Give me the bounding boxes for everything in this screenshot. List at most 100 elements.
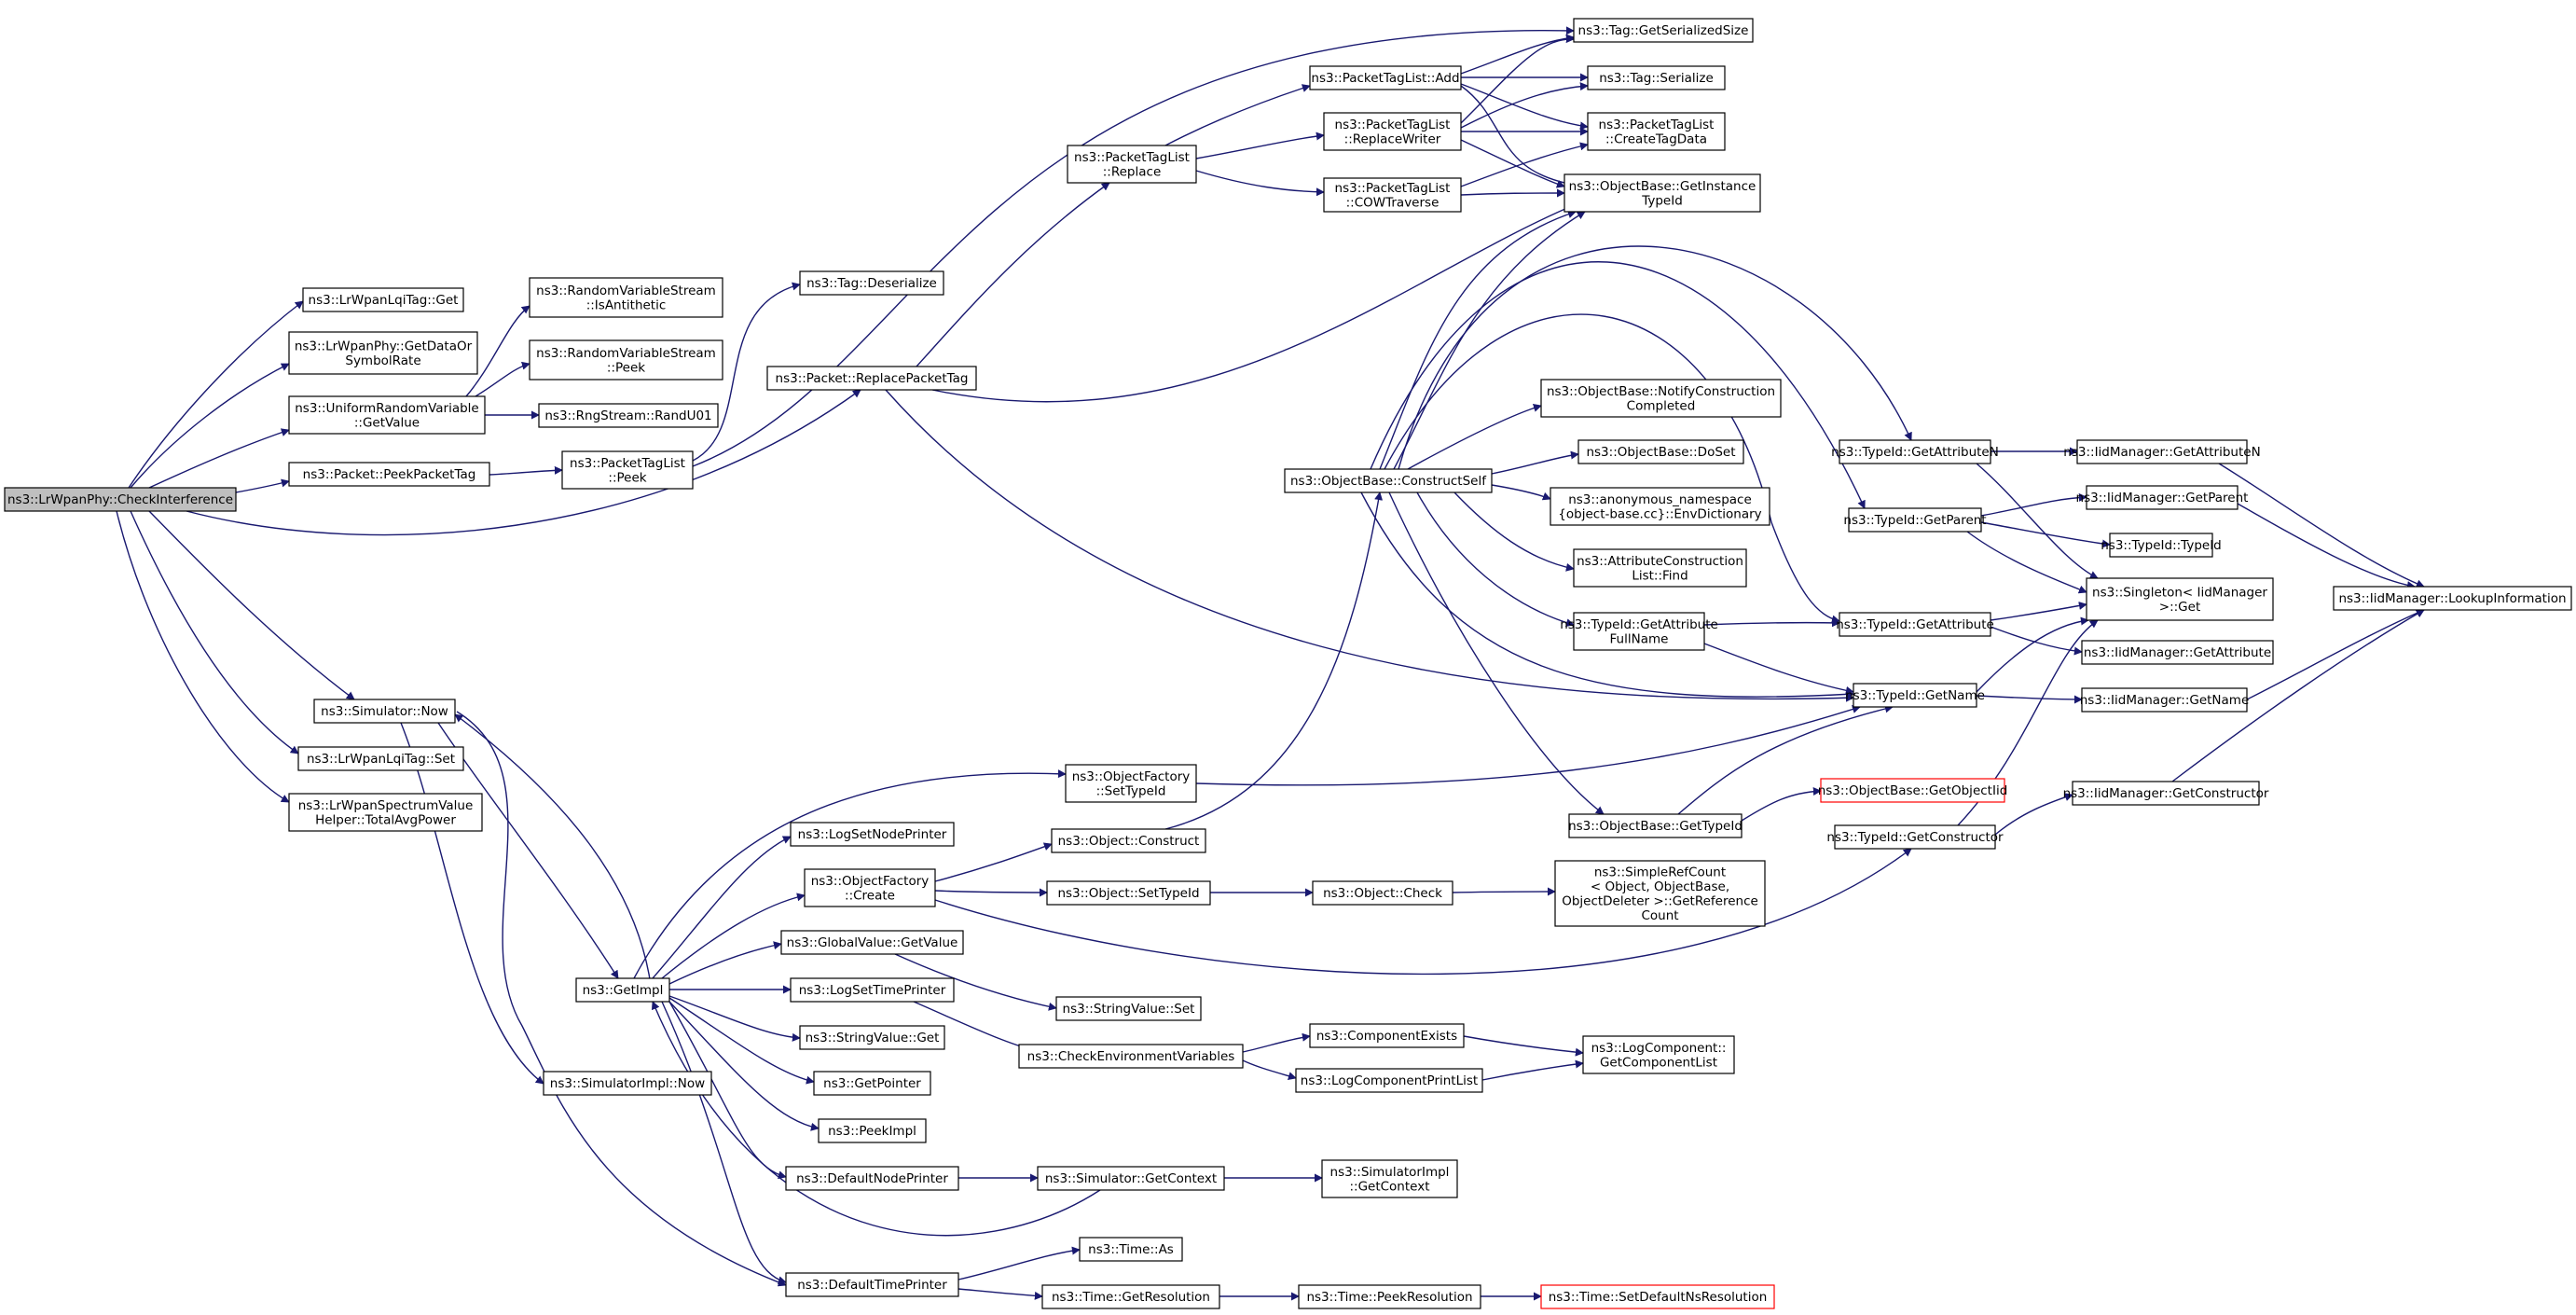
node-ptlreplace[interactable]: ns3::PacketTagList::Replace bbox=[1067, 145, 1197, 184]
node-rvsanti[interactable]: ns3::RandomVariableStream::IsAntithetic bbox=[529, 277, 723, 318]
node-urvget[interactable]: ns3::UniformRandomVariable::GetValue bbox=[288, 395, 486, 435]
node-objconstruct[interactable]: ns3::Object::Construct bbox=[1051, 828, 1206, 853]
edge-getimpl-to-simnow bbox=[454, 713, 654, 1003]
node-notify[interactable]: ns3::ObjectBase::NotifyConstructionCompl… bbox=[1540, 379, 1782, 418]
edge-constructself-to-obginst bbox=[1379, 210, 1577, 470]
node-ptladd[interactable]: ns3::PacketTagList::Add bbox=[1309, 65, 1462, 90]
node-doset[interactable]: ns3::ObjectBase::DoSet bbox=[1577, 439, 1744, 464]
node-logsetnode[interactable]: ns3::LogSetNodePrinter bbox=[790, 822, 955, 847]
node-lqiset[interactable]: ns3::LrWpanLqiTag::Set bbox=[297, 746, 464, 771]
node-box bbox=[4, 487, 237, 512]
node-root[interactable]: ns3::LrWpanPhy::CheckInterference bbox=[4, 487, 237, 512]
edge-ptladd-to-tagsize bbox=[1460, 34, 1575, 75]
node-label: ns3::anonymous_namespace bbox=[1568, 492, 1752, 507]
node-iidattr[interactable]: ns3::IidManager::GetAttribute bbox=[2081, 640, 2274, 665]
node-tidname[interactable]: ns3::TypeId::GetName bbox=[1845, 683, 1985, 708]
node-ofcreate[interactable]: ns3::ObjectFactory::Create bbox=[804, 868, 936, 907]
node-timepeekres[interactable]: ns3::Time::PeekResolution bbox=[1298, 1284, 1481, 1309]
node-box bbox=[1295, 1068, 1483, 1093]
node-simimplctx[interactable]: ns3::SimulatorImpl::GetContext bbox=[1321, 1159, 1458, 1198]
node-simgetctx[interactable]: ns3::Simulator::GetContext bbox=[1037, 1166, 1225, 1191]
node-label: ns3::StringValue::Set bbox=[1063, 1002, 1195, 1017]
edge-tidname-to-singleton bbox=[1976, 616, 2089, 693]
node-box bbox=[2086, 485, 2239, 510]
node-box bbox=[1041, 1284, 1220, 1309]
node-box bbox=[2081, 687, 2248, 713]
node-box bbox=[313, 699, 456, 724]
node-tagdeser[interactable]: ns3::Tag::Deserialize bbox=[799, 270, 944, 296]
node-strvalget[interactable]: ns3::StringValue::Get bbox=[799, 1025, 945, 1050]
node-label: ns3::IidManager::GetConstructor bbox=[2063, 786, 2269, 801]
node-timesetdef[interactable]: ns3::Time::SetDefaultNsResolution bbox=[1540, 1284, 1775, 1309]
node-iidname[interactable]: ns3::IidManager::GetName bbox=[2080, 687, 2250, 713]
node-logsettime[interactable]: ns3::LogSetTimePrinter bbox=[790, 977, 955, 1003]
node-rvspeek[interactable]: ns3::RandomVariableStream::Peek bbox=[529, 339, 723, 381]
node-checkenv[interactable]: ns3::CheckEnvironmentVariables bbox=[1018, 1044, 1244, 1069]
node-peekimpl[interactable]: ns3::PeekImpl bbox=[818, 1118, 927, 1143]
node-ptlcreate[interactable]: ns3::PacketTagList::CreateTagData bbox=[1587, 112, 1726, 151]
node-ptlpeek[interactable]: ns3::PacketTagList::Peek bbox=[561, 450, 694, 490]
node-lqiget[interactable]: ns3::LrWpanLqiTag::Get bbox=[302, 287, 464, 312]
node-iidctor[interactable]: ns3::IidManager::GetConstructor bbox=[2063, 781, 2269, 806]
node-tagser[interactable]: ns3::Tag::Serialize bbox=[1587, 65, 1726, 90]
node-box bbox=[288, 395, 486, 435]
node-defnode[interactable]: ns3::DefaultNodePrinter bbox=[785, 1166, 959, 1191]
node-lookup[interactable]: ns3::IidManager::LookupInformation bbox=[2333, 586, 2572, 611]
node-tidtid[interactable]: ns3::TypeId::TypeId bbox=[2101, 533, 2222, 558]
node-getimpl[interactable]: ns3::GetImpl bbox=[575, 977, 670, 1003]
edge-constructself-to-tidname bbox=[1360, 491, 1854, 699]
node-tidattrn[interactable]: ns3::TypeId::GetAttributeN bbox=[1831, 439, 1999, 464]
edge-root-to-totavg bbox=[116, 510, 290, 803]
node-label: ns3::SimpleRefCount bbox=[1594, 865, 1726, 879]
node-tidparent[interactable]: ns3::TypeId::GetParent bbox=[1843, 507, 1987, 533]
node-singleton[interactable]: ns3::Singleton< IidManager >::Get bbox=[2086, 577, 2274, 621]
node-getpointer[interactable]: ns3::GetPointer bbox=[813, 1071, 931, 1096]
node-envdict[interactable]: ns3::anonymous_namespace{object-base.cc}… bbox=[1550, 487, 1770, 526]
node-tidctor[interactable]: ns3::TypeId::GetConstructor bbox=[1826, 824, 2004, 850]
node-box bbox=[799, 270, 944, 296]
node-logcompprint[interactable]: ns3::LogComponentPrintList bbox=[1295, 1068, 1483, 1093]
node-getobjtid[interactable]: ns3::ObjectBase::GetObjectIid bbox=[1818, 778, 2008, 803]
node-obgettid[interactable]: ns3::ObjectBase::GetTypeId bbox=[1568, 813, 1743, 838]
node-box bbox=[1284, 468, 1493, 493]
node-strvalset[interactable]: ns3::StringValue::Set bbox=[1055, 996, 1202, 1021]
node-tidattr[interactable]: ns3::TypeId::GetAttribute bbox=[1836, 612, 1994, 637]
edge-constructself-to-tidattr bbox=[1384, 313, 1840, 624]
node-box bbox=[1298, 1284, 1481, 1309]
node-objcheck[interactable]: ns3::Object::Check bbox=[1312, 880, 1453, 906]
node-label: ns3::StringValue::Get bbox=[806, 1031, 940, 1045]
node-compexists[interactable]: ns3::ComponentExists bbox=[1309, 1023, 1465, 1048]
node-totavg[interactable]: ns3::LrWpanSpectrumValueHelper::TotalAvg… bbox=[288, 793, 483, 832]
node-box bbox=[1540, 379, 1782, 418]
node-replacept[interactable]: ns3::Packet::ReplacePacketTag bbox=[766, 366, 977, 391]
node-tagsize[interactable]: ns3::Tag::GetSerializedSize bbox=[1573, 18, 1754, 43]
node-deftime[interactable]: ns3::DefaultTimePrinter bbox=[785, 1272, 959, 1297]
node-ptlcow[interactable]: ns3::PacketTagList::COWTraverse bbox=[1323, 177, 1462, 213]
node-iidattrn[interactable]: ns3::IidManager::GetAttributeN bbox=[2063, 439, 2261, 464]
node-simimplnow[interactable]: ns3::SimulatorImpl::Now bbox=[543, 1071, 712, 1096]
node-iidparent[interactable]: ns3::IidManager::GetParent bbox=[2076, 485, 2249, 510]
edge-ptlpeek-to-tagdeser bbox=[692, 282, 801, 462]
edge-iidparent-to-lookup bbox=[2237, 503, 2416, 589]
node-box bbox=[766, 366, 977, 391]
edge-simgetctx-to-getimpl bbox=[651, 1001, 1101, 1237]
node-randu01[interactable]: ns3::RngStream::RandU01 bbox=[538, 403, 719, 428]
node-label: {object-base.cc}::EnvDictionary bbox=[1558, 506, 1761, 521]
node-constructself[interactable]: ns3::ObjectBase::ConstructSelf bbox=[1284, 468, 1493, 493]
edge-tidattrn-to-singleton bbox=[1976, 463, 2099, 579]
node-gvgetvalue[interactable]: ns3::GlobalValue::GetValue bbox=[780, 930, 964, 955]
edge-objconstruct-to-constructself bbox=[1164, 491, 1384, 830]
node-ofsettid[interactable]: ns3::ObjectFactory::SetTypeId bbox=[1065, 764, 1197, 803]
node-logcomplist[interactable]: ns3::LogComponent::GetComponentList bbox=[1582, 1035, 1735, 1074]
node-ptlrw[interactable]: ns3::PacketTagList::ReplaceWriter bbox=[1323, 112, 1462, 151]
node-peekpt[interactable]: ns3::Packet::PeekPacketTag bbox=[288, 462, 490, 487]
node-objsettid[interactable]: ns3::Object::SetTypeId bbox=[1046, 880, 1211, 906]
node-simnow[interactable]: ns3::Simulator::Now bbox=[313, 699, 456, 724]
node-refcount[interactable]: ns3::SimpleRefCount< Object, ObjectBase,… bbox=[1554, 860, 1766, 927]
node-timeas[interactable]: ns3::Time::As bbox=[1079, 1237, 1183, 1262]
node-timegetres[interactable]: ns3::Time::GetResolution bbox=[1041, 1284, 1220, 1309]
